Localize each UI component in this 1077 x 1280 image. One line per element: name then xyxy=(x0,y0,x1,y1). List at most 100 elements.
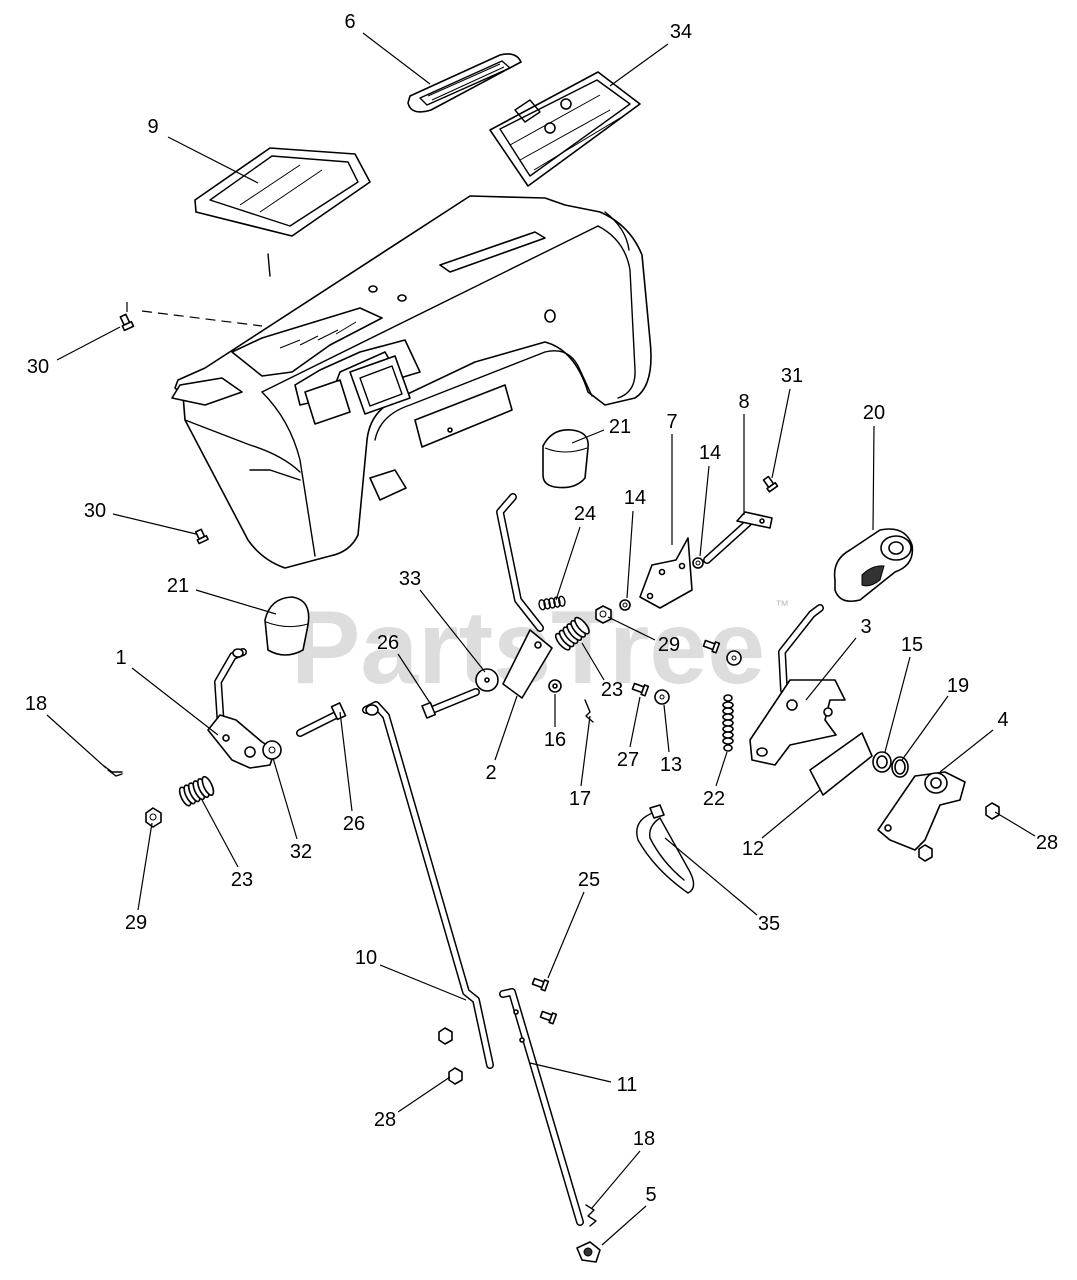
part-14-lower xyxy=(619,599,631,611)
callout-leader-line xyxy=(547,891,585,979)
callout: 28 xyxy=(374,1076,451,1131)
part-10 xyxy=(362,701,494,1069)
callout-leader-line xyxy=(397,1076,451,1113)
callout-leader-line xyxy=(771,388,791,479)
callout-leader-line xyxy=(591,1150,641,1209)
callout-number: 23 xyxy=(601,679,623,701)
callout-leader-line xyxy=(397,653,431,704)
callout-number: 20 xyxy=(863,402,885,424)
callout-leader-line xyxy=(664,837,758,916)
callout-leader-line xyxy=(56,326,121,361)
callout-number: 32 xyxy=(290,841,312,863)
part-3 xyxy=(749,604,846,766)
callout-number: 10 xyxy=(355,947,377,969)
callout-number: 24 xyxy=(574,503,596,525)
part-26-right xyxy=(421,688,480,719)
part-15 xyxy=(872,751,892,773)
callout-number: 8 xyxy=(738,391,749,413)
callout-number: 7 xyxy=(666,411,677,433)
callout: 26 xyxy=(377,632,431,704)
part-30-lower xyxy=(194,528,209,545)
part-21-lower xyxy=(264,596,310,656)
callout-number: 34 xyxy=(670,21,692,43)
callout-number: 29 xyxy=(125,912,147,934)
callout: 21 xyxy=(167,575,277,615)
callout: 11 xyxy=(529,1062,637,1096)
callout-number: 29 xyxy=(658,634,680,656)
callout-number: 6 xyxy=(344,11,355,33)
part-20 xyxy=(833,528,914,603)
callout-number: 23 xyxy=(231,869,253,891)
callout-leader-line xyxy=(201,799,239,868)
callout: 7 xyxy=(666,411,678,545)
callout-leader-line xyxy=(626,510,634,599)
callout-number: 35 xyxy=(758,913,780,935)
callout: 16 xyxy=(544,694,566,751)
part-25-lower xyxy=(539,1010,558,1025)
callout: 20 xyxy=(863,402,885,531)
part-35 xyxy=(636,804,695,894)
callout: 34 xyxy=(609,21,692,87)
callout: 27 xyxy=(617,696,641,771)
callout-leader-line xyxy=(939,729,994,773)
callout: 33 xyxy=(399,568,486,673)
callout-leader-line xyxy=(137,822,153,911)
washer-small xyxy=(726,650,742,666)
part-28-plate xyxy=(918,844,933,862)
callout-leader-line xyxy=(629,696,641,748)
callout-number: 4 xyxy=(997,709,1008,731)
callout-leader-line xyxy=(805,637,857,701)
part-26-left xyxy=(296,702,347,737)
callout: 12 xyxy=(742,789,821,860)
callout-number: 16 xyxy=(544,729,566,751)
callout: 2 xyxy=(485,695,518,784)
watermark-trademark: ™ xyxy=(775,597,789,613)
part-6 xyxy=(407,53,522,113)
callout: 24 xyxy=(555,503,596,601)
callout: 26 xyxy=(339,711,365,835)
callout: 25 xyxy=(547,869,600,979)
callout-number: 2 xyxy=(485,762,496,784)
callout-leader-line xyxy=(581,642,605,681)
part-19 xyxy=(891,756,909,778)
part-21-upper xyxy=(542,429,589,489)
callout: 5 xyxy=(601,1184,657,1246)
part-28-lower xyxy=(448,1067,463,1085)
bolt-small xyxy=(702,639,721,654)
part-13 xyxy=(654,689,670,705)
callout: 29 xyxy=(125,822,153,934)
part-31 xyxy=(762,475,779,493)
part-33 xyxy=(475,668,499,692)
callout-number: 31 xyxy=(781,365,803,387)
callout-number: 14 xyxy=(699,442,721,464)
callout: 22 xyxy=(703,751,728,810)
callout: 3 xyxy=(805,616,872,701)
callout: 31 xyxy=(771,365,803,479)
part-23-right xyxy=(554,616,590,651)
callout-leader-line xyxy=(761,789,821,839)
callout-leader-line xyxy=(901,695,949,761)
callout: 8 xyxy=(738,391,750,515)
callout: 17 xyxy=(569,715,591,810)
callout: 14 xyxy=(699,442,721,557)
callout-leader-line xyxy=(994,811,1036,837)
callout-number: 27 xyxy=(617,749,639,771)
callout: 6 xyxy=(344,11,431,85)
callout-number: 21 xyxy=(609,416,631,438)
callout: 35 xyxy=(664,837,780,935)
part-2 xyxy=(502,629,553,699)
callout-number: 26 xyxy=(343,813,365,835)
callout-number: 26 xyxy=(377,632,399,654)
part-29-right xyxy=(595,605,612,624)
callout-number: 15 xyxy=(901,634,923,656)
main-housing xyxy=(171,195,652,569)
callout-leader-line xyxy=(529,1062,612,1083)
callout-leader-line xyxy=(872,425,875,531)
part-34 xyxy=(489,71,641,187)
part-23-left xyxy=(178,775,215,807)
callout-number: 17 xyxy=(569,788,591,810)
callout-number: 1 xyxy=(115,647,126,669)
callout-leader-line xyxy=(339,711,353,812)
